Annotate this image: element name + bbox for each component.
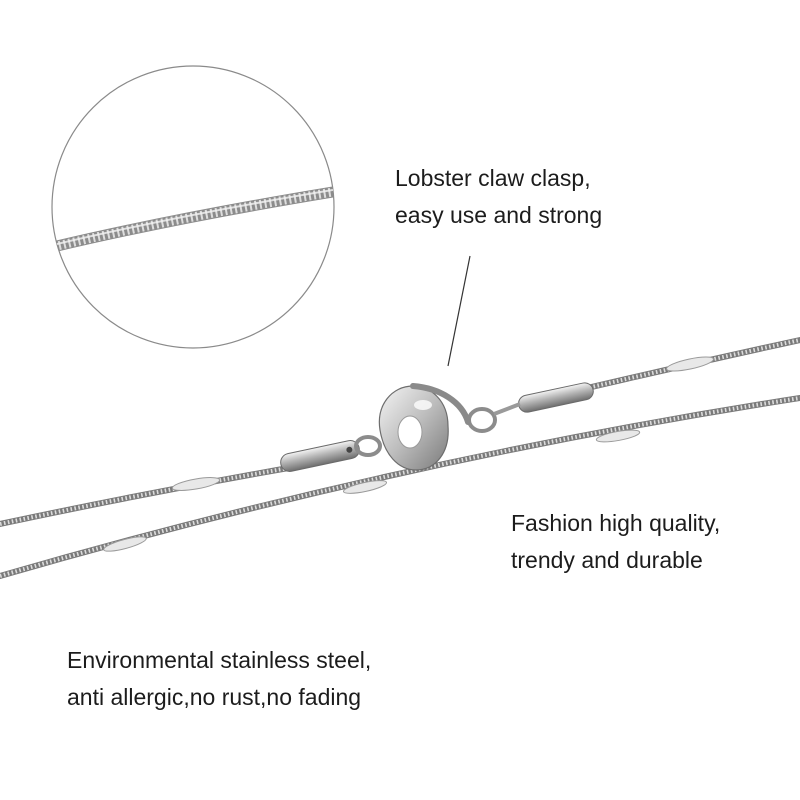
caption-quality: Fashion high quality, trendy and durable	[511, 505, 720, 579]
caption-steel-line2: anti allergic,no rust,no fading	[67, 684, 362, 710]
caption-quality-line2: trendy and durable	[511, 547, 703, 573]
caption-quality-line1: Fashion high quality,	[511, 510, 721, 536]
chain-accent-bead	[342, 480, 388, 494]
chain-strand-lower	[0, 395, 800, 579]
chain-accent-bead	[171, 477, 221, 491]
pointer-line	[447, 255, 471, 367]
chain-accent-bead	[103, 536, 147, 552]
caption-steel-line1: Environmental stainless steel,	[67, 647, 372, 673]
jump-ring-right	[467, 407, 497, 433]
lobster-claw-clasp	[378, 383, 471, 471]
caption-clasp-line1: Lobster claw clasp,	[395, 165, 591, 191]
caption-clasp-line2: easy use and strong	[395, 202, 603, 228]
caption-clasp: Lobster claw clasp, easy use and strong	[395, 160, 602, 234]
end-cap-tube-right	[518, 382, 594, 413]
chain-strand-upper-left	[0, 463, 303, 527]
end-cap-tube-left	[280, 440, 360, 472]
chain-accent-bead	[595, 429, 641, 443]
chain-accent-bead	[666, 356, 714, 372]
chain-strand-upper-right	[567, 337, 800, 395]
jump-ring-left	[354, 435, 382, 457]
magnified-detail-circle	[51, 65, 335, 349]
caption-steel: Environmental stainless steel, anti alle…	[67, 642, 371, 716]
